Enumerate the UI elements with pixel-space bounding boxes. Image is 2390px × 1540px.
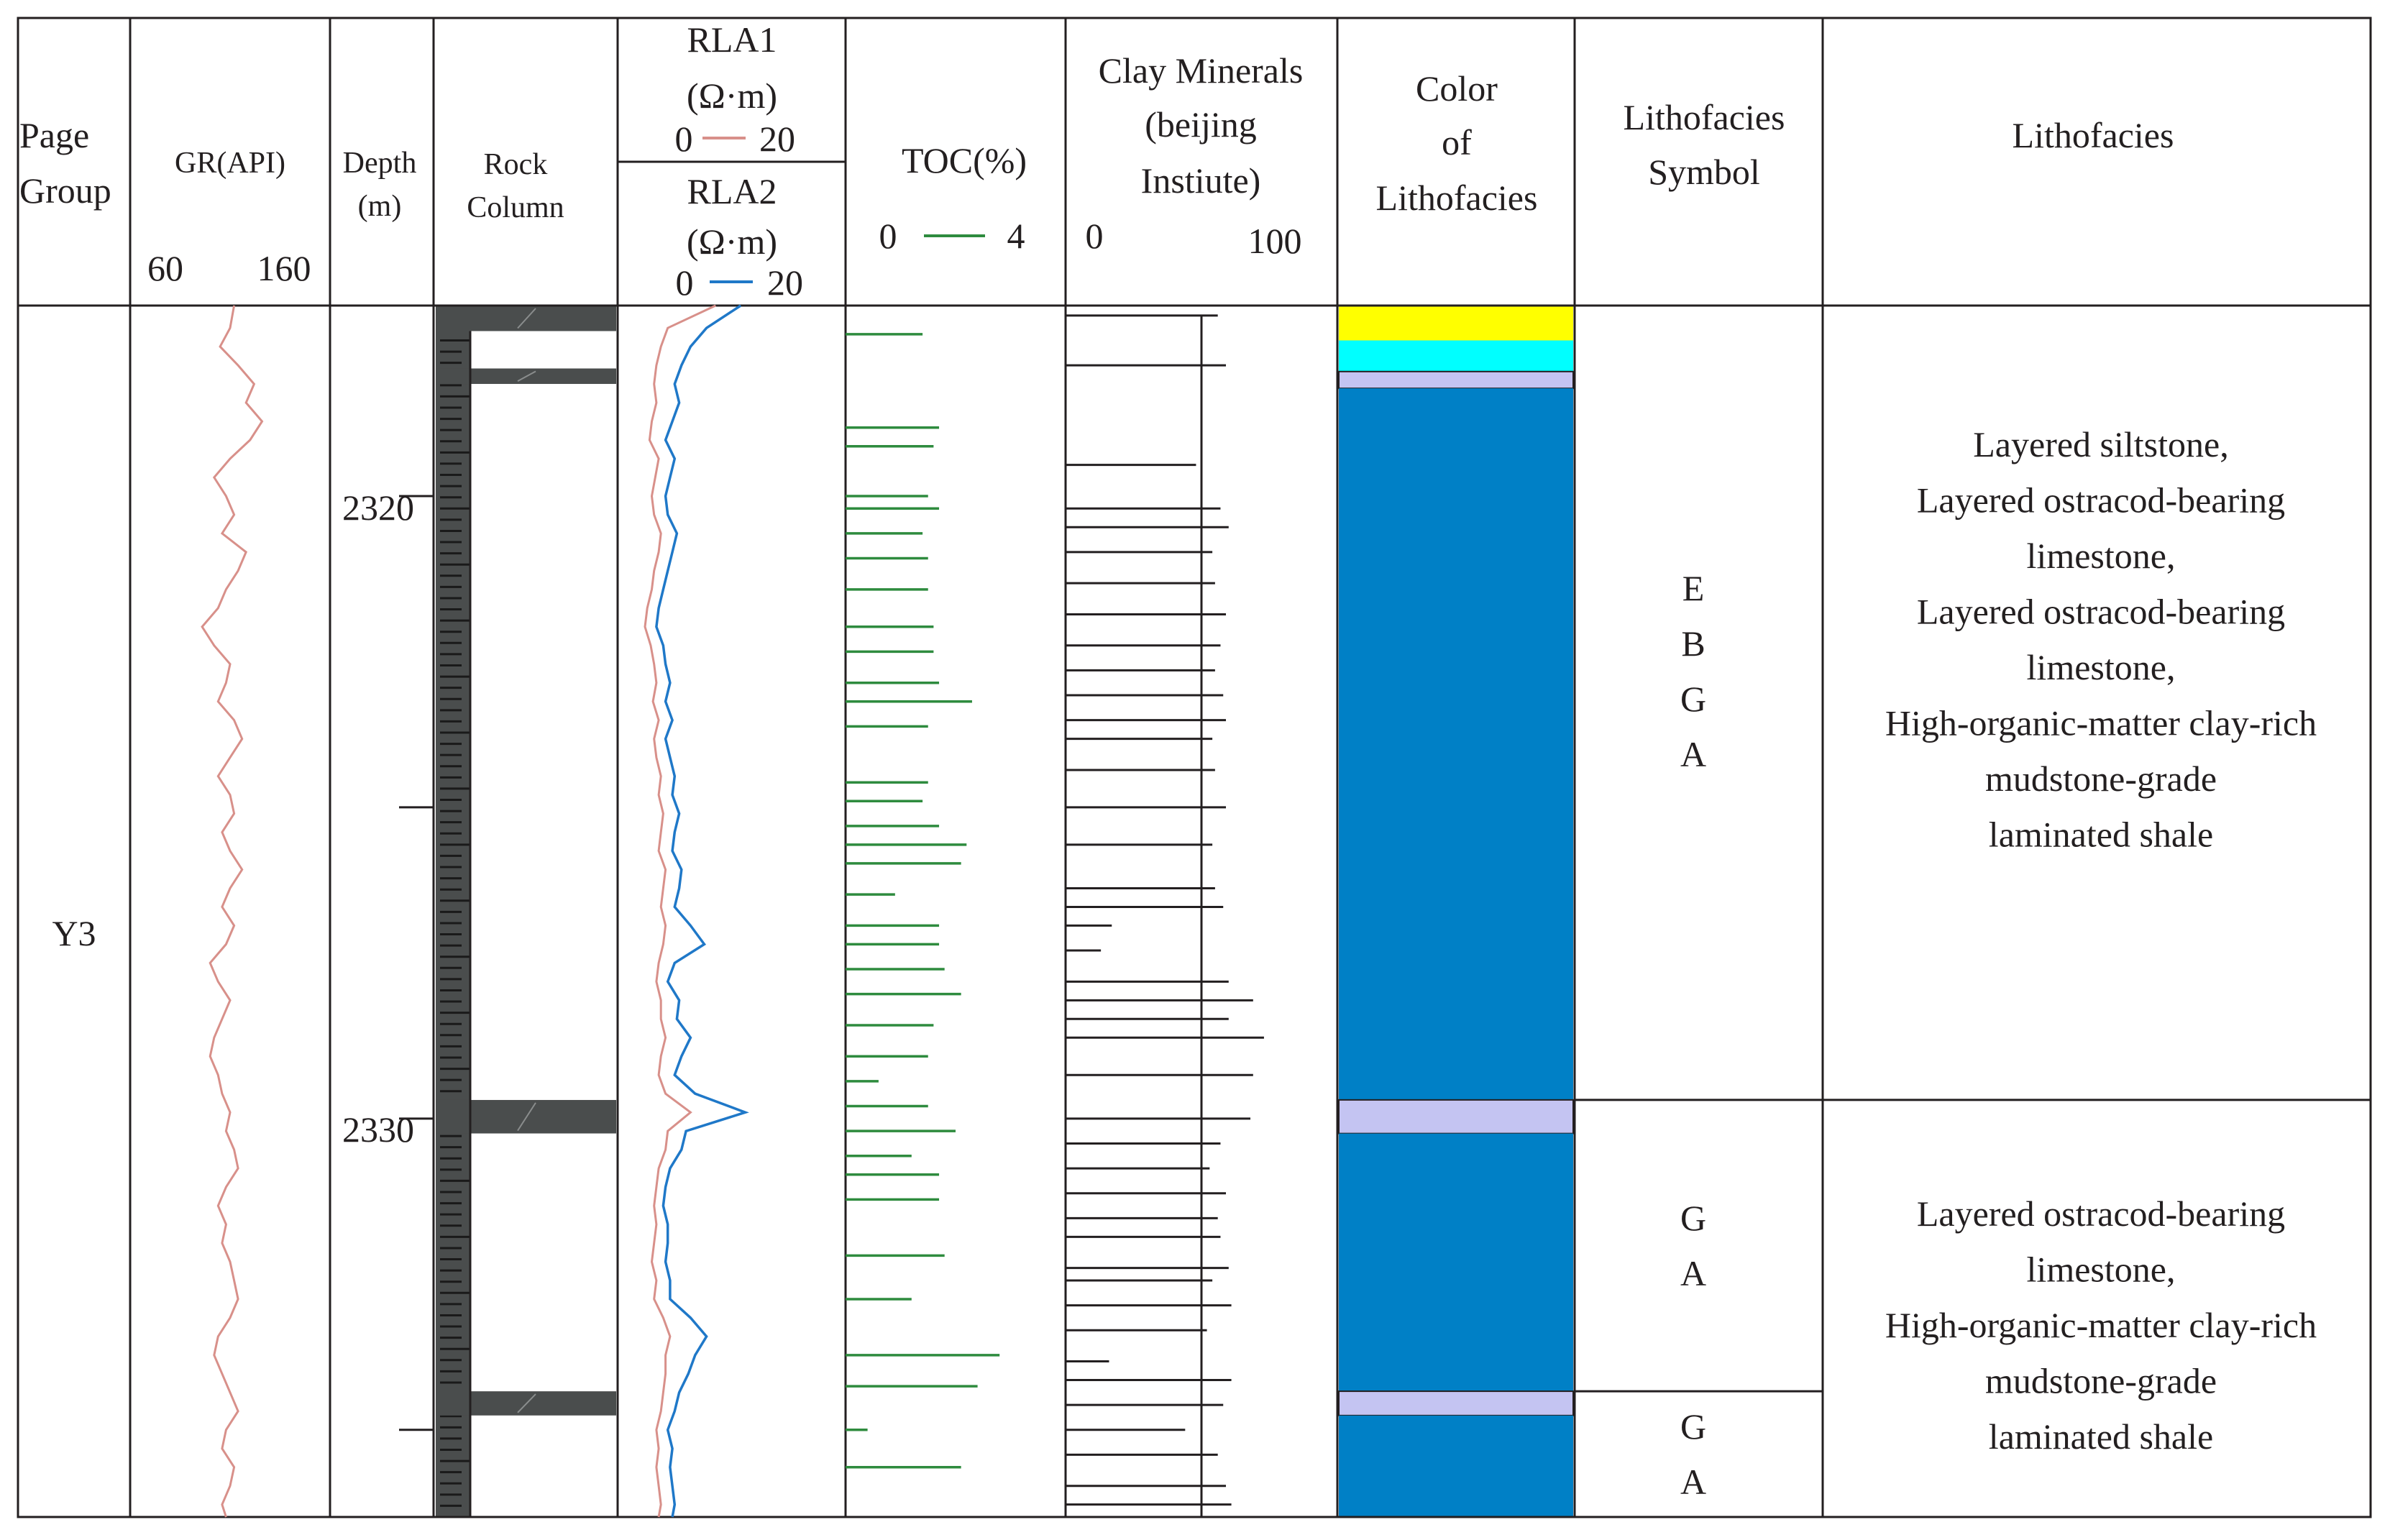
lithofacies-symbol-letter: G <box>1680 1198 1706 1238</box>
rla2-curve <box>655 304 749 1518</box>
header-clay-line2: (beijing <box>1145 104 1257 145</box>
header-symbol-line2: Symbol <box>1648 152 1760 192</box>
depth-label-2330: 2330 <box>342 1109 414 1150</box>
lithofacies-color-band-blue <box>1339 388 1573 1100</box>
header-rla2-unit: (Ω·m) <box>687 221 777 262</box>
interval-dividers <box>1575 1099 2371 1393</box>
lithofacies-description-line: Layered ostracod-bearing <box>1917 592 2285 632</box>
rock-column-blank <box>470 1415 616 1517</box>
table-grid <box>17 17 2372 1518</box>
lithofacies-description-line: limestone, <box>2027 647 2176 687</box>
header-page-group-line1: Page <box>19 115 89 155</box>
header-depth-line2: (m) <box>358 190 402 223</box>
gr-scale-max: 160 <box>257 248 311 288</box>
lithofacies-color-band-lavender <box>1338 1099 1574 1135</box>
depth-ticks <box>399 495 434 1431</box>
rla2-scale-max: 20 <box>767 262 803 303</box>
lithofacies-description-line: laminated shale <box>1989 815 2213 855</box>
lithofacies-descriptions: Layered siltstone, Layered ostracod-beari… <box>1885 424 2317 1457</box>
toc-scale-min: 0 <box>879 216 897 256</box>
lithofacies-symbol-letter: E <box>1682 568 1705 608</box>
lithofacies-description-line: limestone, <box>2027 1250 2176 1290</box>
lithofacies-description-line: mudstone-grade <box>1985 758 2217 799</box>
header-rla2: RLA2 <box>687 171 777 211</box>
lithofacies-color-band-lavender <box>1338 1390 1574 1416</box>
toc-scale-max: 4 <box>1007 216 1025 256</box>
rla1-curve <box>644 304 716 1518</box>
header-color-line1: Color <box>1416 68 1498 109</box>
gr-scale-min: 60 <box>147 248 183 288</box>
lithofacies-color-band-blue <box>1339 1133 1573 1392</box>
lithofacies-description-line: Layered ostracod-bearing <box>1917 480 2285 521</box>
gr-curve <box>201 305 264 1518</box>
header-rla1-unit: (Ω·m) <box>687 75 777 116</box>
rock-bed-hatch <box>517 370 536 382</box>
lithofacies-color-band-blue <box>1339 1415 1573 1517</box>
rock-column-blank <box>470 1133 616 1392</box>
header-clay-line3: Instiute) <box>1141 160 1261 201</box>
rla2-scale-min: 0 <box>676 262 694 303</box>
clay-scale-min: 0 <box>1086 216 1104 256</box>
header-page-group-line2: Group <box>19 170 111 211</box>
header-color-line3: Lithofacies <box>1376 178 1538 218</box>
rla1-scale-min: 0 <box>675 119 693 159</box>
header-lithofacies: Lithofacies <box>2013 115 2174 155</box>
rock-column-blank <box>470 331 616 369</box>
rock-bed-hatch <box>517 308 536 329</box>
clay-bars <box>1066 314 1264 1506</box>
table-frame <box>17 17 2372 1518</box>
lithofacies-description-line: High-organic-matter clay-rich <box>1885 703 2317 743</box>
lithofacies-color-band-cyan <box>1339 340 1573 372</box>
rock-column-track <box>436 306 616 1518</box>
clay-scale-max: 100 <box>1248 221 1302 261</box>
lithofacies-symbol-letter: A <box>1680 1253 1706 1293</box>
lithofacies-symbol-letter: B <box>1681 623 1705 664</box>
rock-bed-hatch <box>517 1102 536 1132</box>
header-toc: TOC(%) <box>902 140 1027 180</box>
lithofacies-symbol-letter: A <box>1680 1462 1706 1502</box>
lithofacies-color-column <box>1338 306 1574 1517</box>
rock-column-blank <box>470 384 616 1100</box>
header-clay-line1: Clay Minerals <box>1099 50 1304 91</box>
header-color-line2: of <box>1442 122 1472 162</box>
lithofacies-symbol-letter: A <box>1680 734 1706 774</box>
rla1-scale-max: 20 <box>759 119 795 159</box>
lithofacies-description-line: Layered siltstone, <box>1973 424 2228 464</box>
lithofacies-description-line: Layered ostracod-bearing <box>1917 1193 2285 1234</box>
lithofacies-description-line: laminated shale <box>1989 1416 2213 1457</box>
depth-label-2320: 2320 <box>342 487 414 528</box>
lithofacies-description-line: limestone, <box>2027 536 2176 576</box>
lithofacies-description-line: High-organic-matter clay-rich <box>1885 1305 2317 1345</box>
header-rock-line2: Column <box>467 191 564 224</box>
toc-bars <box>846 333 1000 1469</box>
header-depth-line1: Depth <box>343 147 417 180</box>
lithofacies-symbol-letter: G <box>1680 1406 1706 1447</box>
lithofacies-symbol-letter: G <box>1680 679 1706 719</box>
header-symbol-line1: Lithofacies <box>1624 97 1785 137</box>
header-gr: GR(API) <box>175 147 285 180</box>
page-group-value: Y3 <box>52 913 96 953</box>
lithofacies-color-band-yellow <box>1339 306 1573 341</box>
lithofacies-color-band-lavender <box>1338 370 1574 390</box>
header-rock-line1: Rock <box>484 148 548 181</box>
rock-bed-hatch <box>517 1393 536 1413</box>
header-rla1: RLA1 <box>687 19 777 60</box>
lithofacies-description-line: mudstone-grade <box>1985 1361 2217 1401</box>
